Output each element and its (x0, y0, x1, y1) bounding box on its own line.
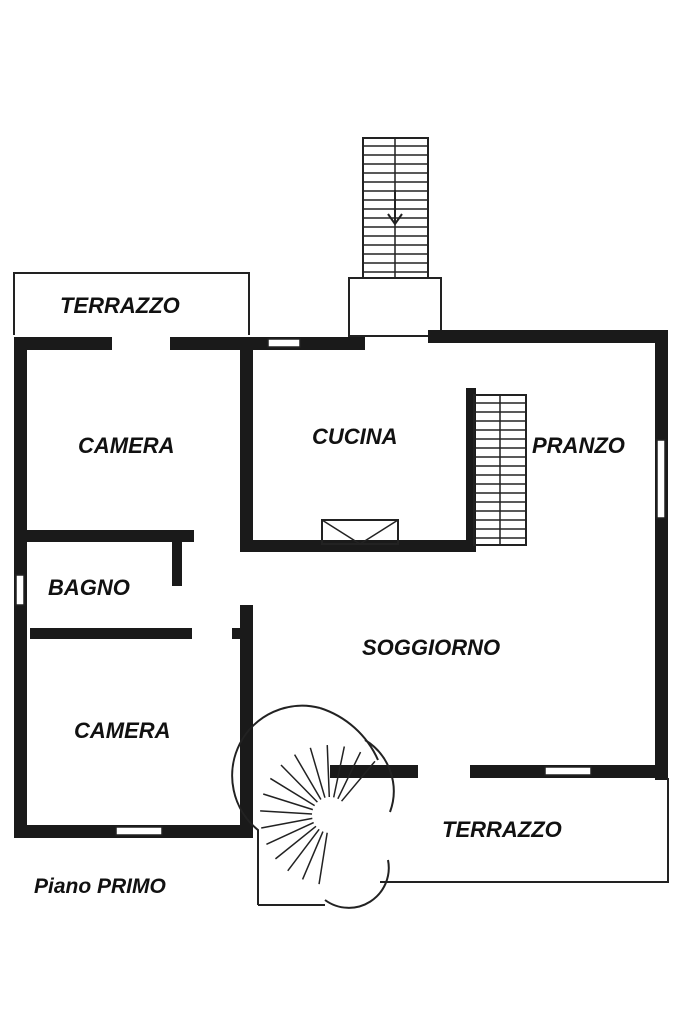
terrace-top-outline (13, 272, 250, 335)
spiral-staircase (231, 704, 395, 909)
room-label-terrazzo-top: TERRAZZO (60, 293, 180, 318)
room-label-bagno: BAGNO (48, 575, 130, 600)
external-staircase-top (348, 137, 442, 337)
interior-staircase (473, 394, 527, 546)
kitchen-hood (321, 519, 399, 545)
terrace-bottom-outline (380, 778, 669, 883)
room-label-soggiorno: SOGGIORNO (362, 635, 500, 660)
room-label-cucina: CUCINA (312, 424, 398, 449)
room-label-camera-top: CAMERA (78, 433, 175, 458)
floor-label: Piano PRIMO (34, 875, 166, 898)
room-label-terrazzo-bottom: TERRAZZO (442, 817, 562, 842)
windows (15, 338, 666, 836)
room-label-camera-bottom: CAMERA (74, 718, 171, 743)
room-label-pranzo: PRANZO (532, 433, 625, 458)
